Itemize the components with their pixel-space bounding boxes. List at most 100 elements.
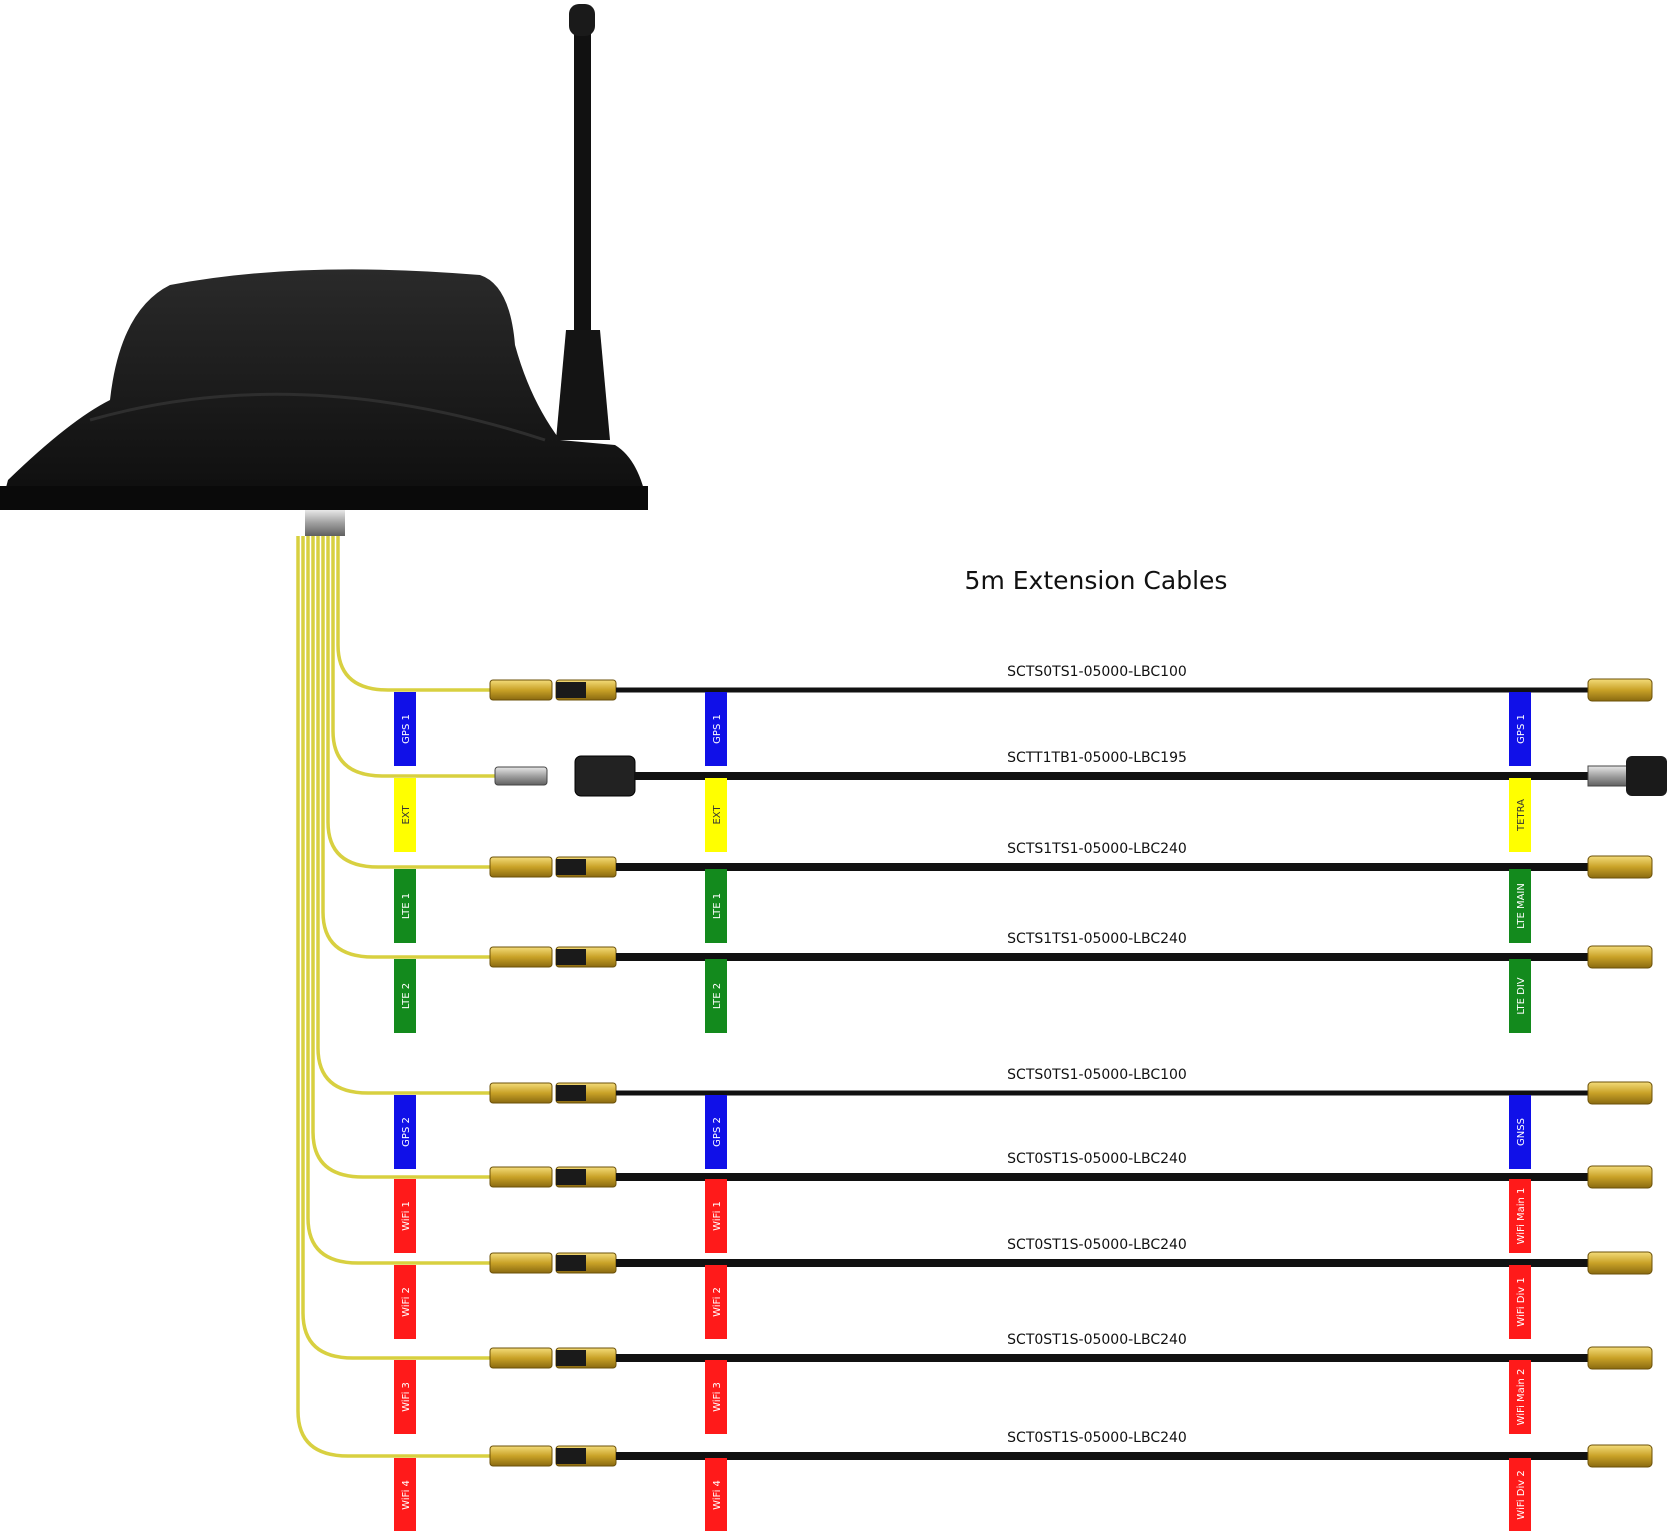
cable-tag: LTE 2 bbox=[705, 959, 727, 1033]
cable-tag: WiFi 4 bbox=[705, 1458, 727, 1531]
sma-end-connector-icon bbox=[1587, 1346, 1653, 1370]
svg-text:GPS 1: GPS 1 bbox=[1516, 714, 1527, 744]
cable-tag: GNSS bbox=[1509, 1095, 1531, 1169]
svg-text:LTE 1: LTE 1 bbox=[401, 893, 412, 919]
cable-tag: GPS 2 bbox=[394, 1095, 416, 1169]
cable-gland bbox=[305, 510, 345, 536]
sma-connector-icon bbox=[489, 1252, 553, 1274]
svg-text:WiFi 2: WiFi 2 bbox=[712, 1287, 723, 1317]
sma-end-connector-icon bbox=[1587, 1081, 1653, 1105]
sma-end-connector-icon bbox=[1587, 678, 1653, 702]
sma-connector-icon bbox=[489, 1082, 553, 1104]
sma-end-connector-icon bbox=[1587, 1165, 1653, 1189]
svg-text:GPS 1: GPS 1 bbox=[401, 714, 412, 744]
sma-connector-icon bbox=[489, 1445, 553, 1467]
sma-end-connector-icon bbox=[1587, 1251, 1653, 1275]
bnc-end-plug-icon bbox=[1626, 756, 1667, 796]
antenna-unit bbox=[0, 4, 648, 536]
cable-tag: GPS 1 bbox=[394, 692, 416, 766]
sma-connector-icon bbox=[489, 1347, 553, 1369]
sma-connector-icon bbox=[489, 856, 553, 878]
svg-text:WiFi 3: WiFi 3 bbox=[712, 1382, 723, 1412]
sma-connector-icon bbox=[489, 946, 553, 968]
tnc-end-connector-icon bbox=[1587, 765, 1629, 787]
cable-tag: LTE 1 bbox=[705, 869, 727, 943]
svg-text:GPS 2: GPS 2 bbox=[401, 1117, 412, 1147]
svg-text:WiFi 1: WiFi 1 bbox=[712, 1201, 723, 1231]
svg-text:LTE MAIN: LTE MAIN bbox=[1516, 883, 1527, 929]
cable-tag: WiFi 2 bbox=[705, 1265, 727, 1339]
cable-part-number: SCTS0TS1-05000-LBC100 bbox=[1007, 1067, 1187, 1083]
antenna-dome bbox=[0, 269, 648, 510]
cable-tag: TETRA bbox=[1509, 778, 1531, 852]
tnc-connector-icon bbox=[494, 766, 548, 786]
pigtail-4 bbox=[321, 536, 495, 959]
svg-text:WiFi 4: WiFi 4 bbox=[712, 1480, 723, 1510]
pigtail-6 bbox=[311, 536, 495, 1179]
svg-text:WiFi Div 2: WiFi Div 2 bbox=[1516, 1470, 1527, 1519]
sma-end-connector-icon bbox=[1587, 945, 1653, 969]
svg-text:LTE DIV: LTE DIV bbox=[1516, 977, 1527, 1014]
svg-text:LTE 2: LTE 2 bbox=[712, 983, 723, 1009]
sma-connector-icon bbox=[489, 1166, 553, 1188]
cable-tag: WiFi 4 bbox=[394, 1458, 416, 1531]
antenna-whip bbox=[574, 20, 591, 350]
pigtail-9 bbox=[296, 536, 495, 1458]
cable-part-number: SCTT1TB1-05000-LBC195 bbox=[1007, 750, 1187, 766]
svg-text:WiFi Div 1: WiFi Div 1 bbox=[1516, 1277, 1527, 1326]
sma-end-connector-icon bbox=[1587, 855, 1653, 879]
cable-part-number: SCT0ST1S-05000-LBC240 bbox=[1007, 1430, 1187, 1446]
svg-text:WiFi 2: WiFi 2 bbox=[401, 1287, 412, 1317]
pigtail-3 bbox=[326, 536, 495, 869]
cable-tag: LTE MAIN bbox=[1509, 869, 1531, 943]
svg-text:GPS 2: GPS 2 bbox=[712, 1117, 723, 1147]
svg-text:WiFi 3: WiFi 3 bbox=[401, 1382, 412, 1412]
pigtail-8 bbox=[301, 536, 495, 1360]
cable-tag: EXT bbox=[705, 778, 727, 852]
cable-tag: WiFi 3 bbox=[394, 1360, 416, 1434]
cable-part-number: SCTS1TS1-05000-LBC240 bbox=[1007, 931, 1187, 947]
cable-part-number: SCT0ST1S-05000-LBC240 bbox=[1007, 1332, 1187, 1348]
svg-text:GNSS: GNSS bbox=[1516, 1118, 1527, 1146]
sma-connector-icon bbox=[489, 679, 553, 701]
cable-tag: WiFi 2 bbox=[394, 1265, 416, 1339]
pigtail-bundle bbox=[296, 536, 495, 1458]
cable-part-number: SCTS1TS1-05000-LBC240 bbox=[1007, 841, 1187, 857]
cable-tag: EXT bbox=[394, 778, 416, 852]
pigtail-1 bbox=[336, 536, 495, 692]
svg-text:WiFi Main 1: WiFi Main 1 bbox=[1516, 1188, 1527, 1245]
cable-part-number: SCTS0TS1-05000-LBC100 bbox=[1007, 664, 1187, 680]
svg-text:WiFi Main 2: WiFi Main 2 bbox=[1516, 1369, 1527, 1426]
cable-tag: GPS 1 bbox=[1509, 692, 1531, 766]
cable-tag: GPS 2 bbox=[705, 1095, 727, 1169]
cable-tag: GPS 1 bbox=[705, 692, 727, 766]
svg-text:WiFi 1: WiFi 1 bbox=[401, 1201, 412, 1231]
cable-tag: WiFi Main 1 bbox=[1509, 1179, 1531, 1253]
cable-tag: WiFi Main 2 bbox=[1509, 1360, 1531, 1434]
svg-text:LTE 1: LTE 1 bbox=[712, 893, 723, 919]
cable-part-number: SCT0ST1S-05000-LBC240 bbox=[1007, 1237, 1187, 1253]
cable-tag: WiFi Div 2 bbox=[1509, 1458, 1531, 1531]
svg-text:EXT: EXT bbox=[712, 805, 723, 825]
pigtail-7 bbox=[306, 536, 495, 1265]
svg-text:LTE 2: LTE 2 bbox=[401, 983, 412, 1009]
antenna-base bbox=[0, 486, 648, 510]
cable-tag: WiFi 3 bbox=[705, 1360, 727, 1434]
diagram-title: 5m Extension Cables bbox=[964, 566, 1228, 595]
pigtail-5 bbox=[316, 536, 495, 1095]
cable-tag: WiFi 1 bbox=[394, 1179, 416, 1253]
cable-tag: WiFi 1 bbox=[705, 1179, 727, 1253]
cable-tag: LTE DIV bbox=[1509, 959, 1531, 1033]
cable-tag: LTE 2 bbox=[394, 959, 416, 1033]
pigtail-2 bbox=[331, 536, 495, 778]
cable-part-number: SCT0ST1S-05000-LBC240 bbox=[1007, 1151, 1187, 1167]
